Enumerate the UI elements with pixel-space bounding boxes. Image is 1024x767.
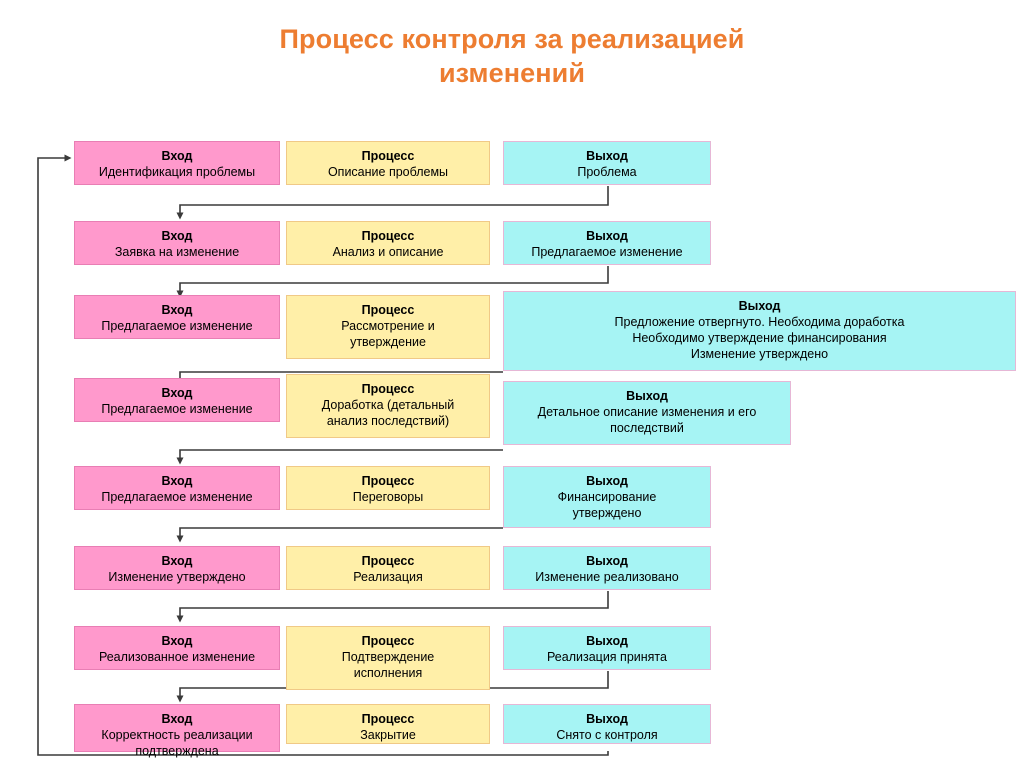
row-4-input-text: Предлагаемое изменение	[101, 402, 253, 416]
row-3-input-box[interactable]: Вход Предлагаемое изменение	[74, 295, 280, 339]
row-3-input-header: Вход	[161, 303, 193, 317]
row-3-input-text: Предлагаемое изменение	[101, 319, 253, 333]
row-3-output-box[interactable]: Выход Предложение отвергнуто. Необходима…	[503, 291, 1016, 371]
row-8-input-header: Вход	[161, 712, 193, 726]
row-5-input-header: Вход	[161, 474, 193, 488]
row-1-output-header: Выход	[586, 149, 628, 163]
connector-row6-to-row7	[176, 591, 609, 623]
row-4-output-text: Детальное описание изменения и его после…	[537, 405, 757, 435]
row-2-input-box[interactable]: Вход Заявка на изменение	[74, 221, 280, 265]
row-4-output-box[interactable]: Выход Детальное описание изменения и его…	[503, 381, 791, 445]
row-7-output-text: Реализация принята	[547, 650, 667, 664]
row-1-output-box[interactable]: Выход Проблема	[503, 141, 711, 185]
row-4-process-box[interactable]: Процесс Доработка (детальный анализ посл…	[286, 374, 490, 438]
row-8-input-text: Корректность реализации подтверждена	[101, 728, 253, 758]
row-7-process-header: Процесс	[361, 634, 415, 648]
row-2-output-text: Предлагаемое изменение	[531, 245, 683, 259]
row-7-input-box[interactable]: Вход Реализованное изменение	[74, 626, 280, 670]
row-1-process-header: Процесс	[361, 149, 415, 163]
row-1-input-header: Вход	[161, 149, 193, 163]
row-8-process-text: Закрытие	[360, 728, 416, 742]
row-1-input-text: Идентификация проблемы	[98, 165, 256, 179]
row-3-process-text: Рассмотрение и утверждение	[341, 319, 435, 349]
row-4-process-header: Процесс	[361, 382, 415, 396]
row-4-input-box[interactable]: Вход Предлагаемое изменение	[74, 378, 280, 422]
page-title: Процесс контроля за реализацией изменени…	[0, 22, 1024, 90]
row-2-process-box[interactable]: Процесс Анализ и описание	[286, 221, 490, 265]
row-5-input-text: Предлагаемое изменение	[101, 490, 253, 504]
row-2-process-text: Анализ и описание	[332, 245, 444, 259]
row-5-process-text: Переговоры	[352, 490, 424, 504]
row-4-output-header: Выход	[626, 389, 668, 403]
row-7-input-header: Вход	[161, 634, 193, 648]
row-5-output-header: Выход	[586, 474, 628, 488]
row-8-process-header: Процесс	[361, 712, 415, 726]
row-2-input-text: Заявка на изменение	[114, 245, 240, 259]
row-4-input-header: Вход	[161, 386, 193, 400]
row-8-output-text: Снято с контроля	[556, 728, 658, 742]
row-4-process-text: Доработка (детальный анализ последствий)	[321, 398, 455, 428]
row-6-input-text: Изменение утверждено	[108, 570, 246, 584]
row-7-output-box[interactable]: Выход Реализация принята	[503, 626, 711, 670]
row-3-process-header: Процесс	[361, 303, 415, 317]
row-2-process-header: Процесс	[361, 229, 415, 243]
row-6-output-text: Изменение реализовано	[535, 570, 679, 584]
row-5-output-text: Финансирование утверждено	[557, 490, 657, 520]
row-1-input-box[interactable]: Вход Идентификация проблемы	[74, 141, 280, 185]
row-5-input-box[interactable]: Вход Предлагаемое изменение	[74, 466, 280, 510]
row-7-process-text: Подтверждение исполнения	[341, 650, 435, 680]
row-1-process-box[interactable]: Процесс Описание проблемы	[286, 141, 490, 185]
row-2-output-box[interactable]: Выход Предлагаемое изменение	[503, 221, 711, 265]
row-2-output-header: Выход	[586, 229, 628, 243]
connector-row5-to-row6	[176, 527, 503, 543]
row-6-input-header: Вход	[161, 554, 193, 568]
row-8-input-box[interactable]: Вход Корректность реализации подтвержден…	[74, 704, 280, 758]
row-5-process-header: Процесс	[361, 474, 415, 488]
row-7-output-header: Выход	[586, 634, 628, 648]
row-7-process-box[interactable]: Процесс Подтверждение исполнения	[286, 626, 490, 690]
row-5-output-box[interactable]: Выход Финансирование утверждено	[503, 466, 711, 528]
row-2-input-header: Вход	[161, 229, 193, 243]
row-5-process-box[interactable]: Процесс Переговоры	[286, 466, 490, 510]
connector-row1-to-row2	[176, 186, 609, 220]
row-6-output-box[interactable]: Выход Изменение реализовано	[503, 546, 711, 590]
row-6-process-text: Реализация	[353, 570, 423, 584]
row-1-process-text: Описание проблемы	[327, 165, 449, 179]
page-title-line-1: Процесс контроля за реализацией	[279, 24, 745, 54]
row-3-process-box[interactable]: Процесс Рассмотрение и утверждение	[286, 295, 490, 359]
row-1-output-text: Проблема	[577, 165, 637, 179]
page-title-line-2: изменений	[438, 58, 586, 88]
connector-row2-to-row3	[176, 266, 609, 298]
connector-row4-to-row5	[176, 449, 503, 465]
row-8-output-header: Выход	[586, 712, 628, 726]
row-8-process-box[interactable]: Процесс Закрытие	[286, 704, 490, 744]
row-6-process-box[interactable]: Процесс Реализация	[286, 546, 490, 590]
row-3-output-text: Предложение отвергнуто. Необходима дораб…	[614, 315, 905, 361]
row-6-output-header: Выход	[586, 554, 628, 568]
row-8-output-box[interactable]: Выход Снято с контроля	[503, 704, 711, 744]
row-6-input-box[interactable]: Вход Изменение утверждено	[74, 546, 280, 590]
row-3-output-header: Выход	[738, 299, 781, 313]
row-7-input-text: Реализованное изменение	[98, 650, 256, 664]
row-6-process-header: Процесс	[361, 554, 415, 568]
